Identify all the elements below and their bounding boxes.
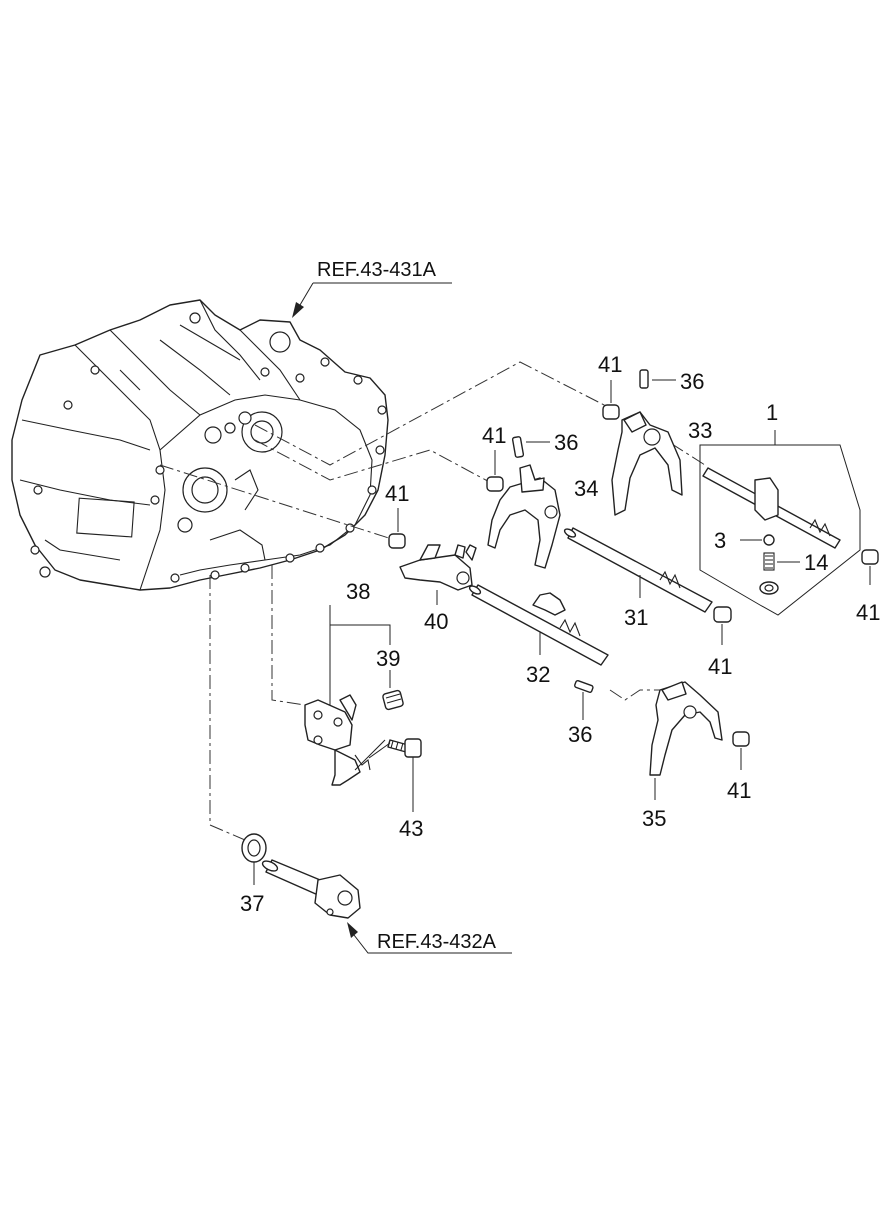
bush-41-b	[486, 450, 504, 492]
shift-rail-assy-1	[699, 430, 861, 616]
callout-41-c: 41	[385, 481, 409, 506]
bush-41-e	[713, 606, 732, 645]
callout-14: 14	[804, 550, 828, 575]
callout-38: 38	[346, 579, 370, 604]
ref-top-label: REF.43-431A	[317, 259, 437, 281]
callout-37: 37	[240, 891, 264, 916]
callout-36-low: 36	[568, 722, 592, 747]
callout-40: 40	[424, 609, 448, 634]
callout-35: 35	[642, 806, 666, 831]
shift-fork-35	[649, 681, 723, 800]
callout-3: 3	[714, 528, 726, 553]
bush-41-f	[732, 731, 750, 770]
ref-bottom-label: REF.43-432A	[377, 931, 497, 953]
bush-41-c	[388, 508, 406, 549]
detent-spring-14	[759, 552, 800, 595]
bush-41-d	[861, 549, 879, 585]
callout-labels: 1 3 14 31 32 33 34 35 36 36 36 37 38 39 …	[240, 352, 880, 916]
shift-fork-34	[487, 464, 561, 569]
plug-39	[382, 670, 404, 711]
lever-bracket-38	[304, 605, 391, 786]
callout-1: 1	[766, 400, 778, 425]
ref-top-arrow	[292, 302, 304, 318]
ref-top-group: REF.43-431A	[292, 259, 452, 318]
callout-39: 39	[376, 646, 400, 671]
callout-41-d: 41	[856, 600, 880, 625]
shift-fork-33	[611, 411, 683, 516]
spring-pin-36-mid	[511, 436, 550, 458]
callout-36-mid: 36	[554, 430, 578, 455]
transmission-case	[11, 299, 389, 591]
callout-36-top: 36	[680, 369, 704, 394]
callout-34: 34	[574, 476, 598, 501]
shift-rail-32	[468, 584, 609, 666]
bolt-43	[368, 738, 422, 812]
callout-33: 33	[688, 418, 712, 443]
callout-41-b: 41	[482, 423, 506, 448]
callout-41-f: 41	[727, 778, 751, 803]
ref-bottom-group: REF.43-432A	[347, 922, 512, 954]
callout-41-a: 41	[598, 352, 622, 377]
shift-lug-40	[399, 544, 477, 605]
spring-pin-36-top	[639, 369, 676, 389]
callout-32: 32	[526, 662, 550, 687]
ref-bottom-arrow	[347, 922, 358, 938]
callout-41-e: 41	[708, 654, 732, 679]
spring-pin-36-low	[574, 679, 594, 720]
shift-rail-31	[563, 527, 713, 613]
control-shaft	[261, 859, 361, 919]
bush-41-a	[602, 380, 620, 420]
assembly-lines	[159, 361, 706, 841]
detent-ball-3	[740, 534, 775, 546]
callout-31: 31	[624, 605, 648, 630]
oil-seal-37	[241, 833, 267, 885]
callout-43: 43	[399, 816, 423, 841]
